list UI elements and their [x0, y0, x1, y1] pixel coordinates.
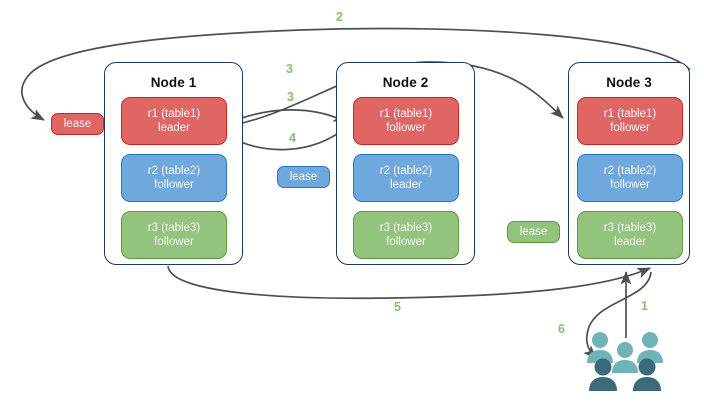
- replica-role: follower: [154, 236, 194, 248]
- replica-name: r2 (table2): [147, 164, 201, 177]
- lease-badge-r2[interactable]: lease: [277, 166, 330, 188]
- replica-r3[interactable]: r3 (table3) follower: [121, 211, 227, 259]
- users-icon: [587, 332, 663, 391]
- replica-role: follower: [154, 179, 194, 191]
- lease-label: lease: [289, 171, 318, 183]
- replica-r1[interactable]: r1 (table1) follower: [577, 97, 683, 145]
- replica-role: follower: [610, 179, 650, 191]
- node-title: Node 3: [606, 75, 652, 90]
- step-label-1: 1: [641, 299, 648, 313]
- replica-name: r3 (table3): [603, 221, 657, 234]
- arrow-step-6: [583, 271, 652, 359]
- replica-role: leader: [158, 122, 190, 134]
- lease-label: lease: [519, 226, 548, 238]
- step-label-4: 4: [289, 131, 296, 145]
- replica-r3[interactable]: r3 (table3) leader: [577, 211, 683, 259]
- node-box-3[interactable]: Node 3 r1 (table1) follower r2 (table2) …: [568, 62, 690, 265]
- replica-r1[interactable]: r1 (table1) leader: [121, 97, 227, 145]
- node-box-1[interactable]: Node 1 r1 (table1) leader r2 (table2) fo…: [104, 62, 243, 265]
- replica-role: follower: [610, 122, 650, 134]
- step-label-3a: 3: [286, 62, 293, 76]
- replica-name: r2 (table2): [603, 164, 657, 177]
- lease-label: lease: [63, 118, 92, 130]
- step-label-6: 6: [558, 322, 565, 336]
- replica-r2[interactable]: r2 (table2) leader: [353, 154, 459, 202]
- step-label-2: 2: [336, 10, 343, 24]
- node-title: Node 2: [382, 75, 429, 90]
- replica-r2[interactable]: r2 (table2) follower: [577, 154, 683, 202]
- replica-r2[interactable]: r2 (table2) follower: [121, 154, 227, 202]
- replica-name: r1 (table1): [147, 107, 201, 120]
- replica-name: r3 (table3): [147, 221, 201, 234]
- replica-name: r2 (table2): [379, 164, 433, 177]
- step-label-3b: 3: [287, 90, 294, 104]
- node-box-2[interactable]: Node 2 r1 (table1) follower r2 (table2) …: [336, 62, 475, 265]
- replica-r3[interactable]: r3 (table3) follower: [353, 211, 459, 259]
- replica-role: leader: [614, 236, 646, 248]
- replica-role: leader: [390, 179, 422, 191]
- node-title: Node 1: [150, 75, 197, 90]
- replica-name: r1 (table1): [603, 107, 657, 120]
- replica-r1[interactable]: r1 (table1) follower: [353, 97, 459, 145]
- replica-role: follower: [386, 236, 426, 248]
- replica-role: follower: [386, 122, 426, 134]
- lease-badge-r1[interactable]: lease: [51, 113, 104, 135]
- arrow-step-2: [21, 27, 691, 121]
- arrow-step-5: [167, 265, 651, 300]
- replica-name: r3 (table3): [379, 221, 433, 234]
- step-label-5: 5: [394, 300, 401, 314]
- lease-badge-r3[interactable]: lease: [507, 221, 560, 243]
- replica-name: r1 (table1): [379, 107, 433, 120]
